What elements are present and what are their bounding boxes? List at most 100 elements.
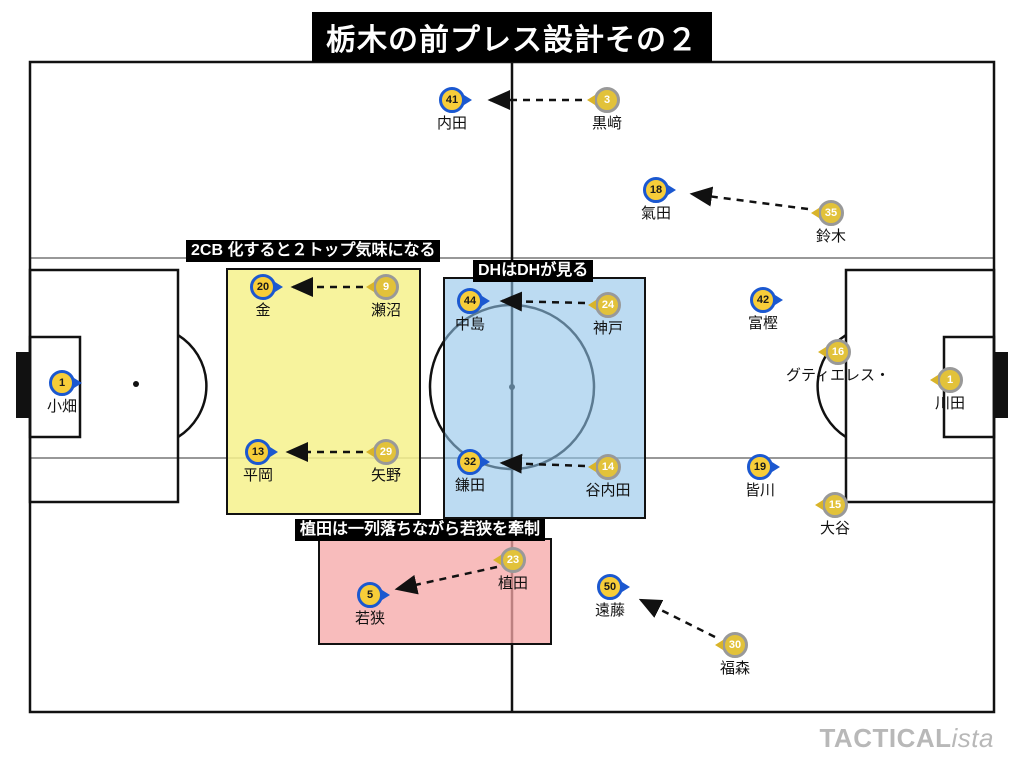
direction-triangle-icon: [588, 300, 596, 310]
player-number: 14: [601, 460, 615, 473]
player-blue-5[interactable]: 5 若狭: [355, 582, 390, 627]
player-name: 鈴木: [815, 228, 847, 245]
player-blue-19[interactable]: 19 皆川: [745, 454, 780, 499]
press-arrow: [499, 291, 586, 312]
player-gray-1[interactable]: 1 川田: [930, 367, 965, 412]
direction-triangle-icon: [622, 582, 630, 592]
player-number: 32: [463, 455, 477, 468]
goal-right: [994, 352, 1008, 418]
player-blue-44[interactable]: 44 中島: [455, 288, 490, 333]
player-blue-18[interactable]: 18 氣田: [641, 177, 676, 222]
zone-2cb: [226, 268, 421, 515]
zone-dh-label: DHはDHが見る: [473, 260, 594, 282]
player-name: 金: [255, 302, 271, 319]
watermark-bold: TACTICAL: [819, 723, 952, 753]
direction-triangle-icon: [930, 375, 938, 385]
direction-triangle-icon: [811, 208, 819, 218]
press-arrow: [638, 598, 716, 639]
player-name: 若狭: [354, 610, 386, 627]
player-number: 35: [824, 206, 838, 219]
player-name: グティエレス・: [785, 367, 891, 384]
player-name: 福森: [719, 660, 751, 677]
player-name: 皆川: [744, 482, 776, 499]
player-gray-23[interactable]: 23 植田: [493, 547, 528, 592]
player-name: 黒﨑: [591, 115, 623, 132]
player-number: 1: [946, 373, 954, 386]
direction-triangle-icon: [270, 447, 278, 457]
player-blue-32[interactable]: 32 鎌田: [455, 449, 490, 494]
player-number: 24: [601, 298, 615, 311]
player-name: 谷内田: [585, 482, 631, 499]
direction-triangle-icon: [715, 640, 723, 650]
player-gray-3[interactable]: 3 黒﨑: [587, 87, 622, 132]
player-blue-41[interactable]: 41 内田: [437, 87, 472, 132]
player-name: 瀬沼: [370, 302, 402, 319]
press-arrow: [499, 453, 586, 474]
direction-triangle-icon: [275, 282, 283, 292]
direction-triangle-icon: [775, 295, 783, 305]
player-number: 5: [366, 588, 374, 601]
player-number: 1: [58, 376, 66, 389]
direction-triangle-icon: [587, 95, 595, 105]
player-gray-16[interactable]: 16 グティエレス・: [786, 339, 890, 384]
direction-triangle-icon: [366, 282, 374, 292]
player-number: 16: [831, 345, 845, 358]
direction-triangle-icon: [74, 378, 82, 388]
player-name: 大谷: [819, 520, 851, 537]
player-number: 50: [603, 580, 617, 593]
zone-ueda-label: 植田は一列落ちながら若狭を牽制: [295, 519, 546, 541]
player-name: 中島: [454, 316, 486, 333]
direction-triangle-icon: [493, 555, 501, 565]
goal-left: [16, 352, 30, 418]
player-number: 23: [506, 553, 520, 566]
player-number: 13: [251, 445, 265, 458]
press-arrow: [394, 565, 498, 595]
direction-triangle-icon: [366, 447, 374, 457]
player-number: 30: [728, 638, 742, 651]
player-number: 15: [828, 498, 842, 511]
direction-triangle-icon: [588, 462, 596, 472]
player-number: 19: [753, 460, 767, 473]
press-arrow: [689, 186, 809, 211]
player-number: 44: [463, 294, 477, 307]
direction-triangle-icon: [382, 590, 390, 600]
player-name: 神戸: [592, 320, 624, 337]
player-name: 小畑: [46, 398, 78, 415]
direction-triangle-icon: [464, 95, 472, 105]
player-gray-9[interactable]: 9 瀬沼: [366, 274, 401, 319]
player-number: 20: [256, 280, 270, 293]
player-gray-35[interactable]: 35 鈴木: [811, 200, 846, 245]
player-number: 41: [445, 93, 459, 106]
player-number: 29: [379, 445, 393, 458]
player-gray-24[interactable]: 24 神戸: [588, 292, 623, 337]
player-name: 平岡: [242, 467, 274, 484]
direction-triangle-icon: [772, 462, 780, 472]
direction-triangle-icon: [668, 185, 676, 195]
player-number: 18: [649, 183, 663, 196]
player-gray-15[interactable]: 15 大谷: [815, 492, 850, 537]
diagram-title: 栃木の前プレス設計その２: [312, 12, 712, 62]
player-gray-30[interactable]: 30 福森: [715, 632, 750, 677]
player-name: 植田: [497, 575, 529, 592]
player-blue-20[interactable]: 20 金: [250, 274, 283, 319]
direction-triangle-icon: [818, 347, 826, 357]
player-name: 鎌田: [454, 477, 486, 494]
player-blue-13[interactable]: 13 平岡: [243, 439, 278, 484]
tacticalista-watermark: TACTICALista: [819, 723, 994, 754]
player-number: 9: [382, 280, 390, 293]
player-number: 42: [756, 293, 770, 306]
player-number: 3: [603, 93, 611, 106]
player-blue-1[interactable]: 1 小畑: [47, 370, 82, 415]
player-gray-14[interactable]: 14 谷内田: [585, 454, 631, 499]
zone-2cb-label: 2CB 化すると２トップ気味になる: [186, 240, 441, 262]
direction-triangle-icon: [482, 457, 490, 467]
player-name: 内田: [436, 115, 468, 132]
player-name: 氣田: [640, 205, 672, 222]
player-name: 川田: [934, 395, 966, 412]
